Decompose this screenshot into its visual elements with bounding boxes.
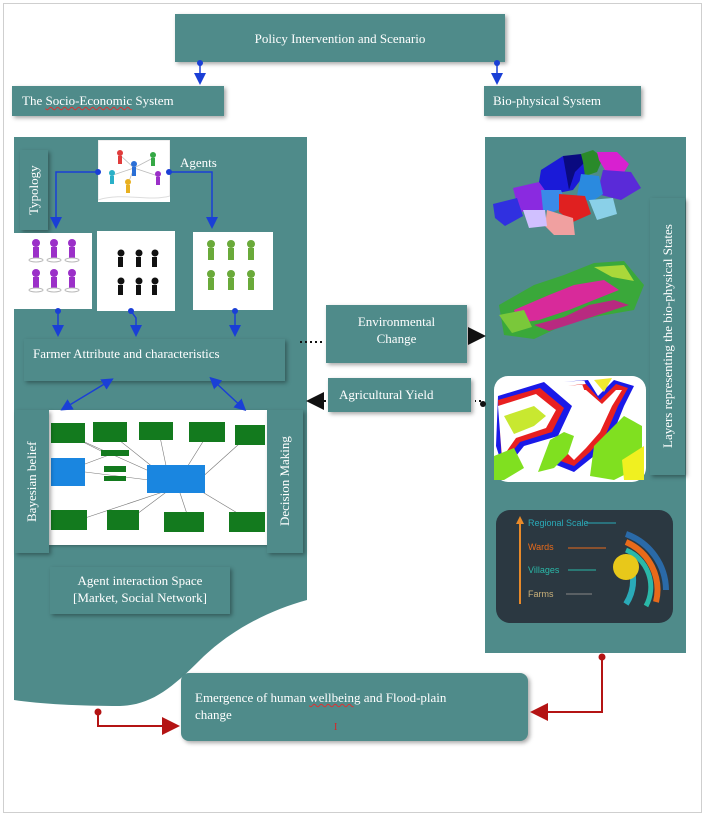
agricultural-yield-box: Agricultural Yield (328, 378, 471, 412)
socio-economic-header: The Socio-Economic System (12, 86, 224, 116)
agricultural-yield-label: Agricultural Yield (339, 387, 434, 402)
scale-regional-label: Regional Scale (528, 518, 589, 528)
policy-label: Policy Intervention and Scenario (254, 31, 426, 46)
emergence-line1: Emergence of human wellbeing and Flood-p… (195, 690, 447, 705)
agents-label: Agents (180, 155, 217, 170)
layers-box: Layers representing the bio-physical Sta… (650, 198, 685, 475)
bio-physical-label: Bio-physical System (493, 93, 601, 108)
policy-box: Policy Intervention and Scenario (175, 14, 505, 62)
arrow-agents-to-purple (50, 171, 98, 229)
agents-network-image (97, 139, 171, 202)
scale-villages-label: Villages (528, 565, 560, 575)
black-agents-group (97, 231, 175, 311)
environmental-change-line2: Change (376, 331, 417, 346)
farmer-attribute-box: Farmer Attribute and characteristics (24, 339, 285, 381)
arrow-farmer-decision (209, 376, 247, 412)
socio-economic-label: The Socio-Economic System (22, 93, 174, 108)
scale-farms-label: Farms (528, 589, 554, 599)
purple-agents-group (14, 233, 92, 309)
agent-interaction-line2: [Market, Social Network] (73, 590, 207, 605)
green-agents-group (193, 232, 273, 310)
red-arrow-bio-to-emergence (530, 657, 603, 721)
red-arrow-socio-to-emergence (97, 712, 180, 735)
text-cursor-marker: I (334, 722, 338, 733)
scale-infographic: Regional Scale Wards Villages Farms (496, 510, 673, 623)
bayesian-belief-box: Bayesian belief (15, 410, 49, 553)
emergence-line2: change (195, 707, 232, 722)
agent-interaction-line1: Agent interaction Space (77, 573, 203, 588)
outer-frame (3, 3, 702, 813)
land-use-map-layer (494, 255, 644, 345)
decision-making-box: Decision Making (267, 410, 303, 553)
agent-interaction-box: Agent interaction Space [Market, Social … (50, 567, 230, 614)
environmental-change-line1: Environmental (357, 314, 436, 329)
emergence-box: Emergence of human wellbeing and Flood-p… (181, 673, 528, 741)
scale-wards-label: Wards (528, 542, 554, 552)
bayesian-network-diagram (49, 410, 267, 545)
farmer-attribute-label: Farmer Attribute and characteristics (33, 346, 220, 361)
typology-box: Typology (20, 150, 48, 230)
arrow-agents-to-green (169, 171, 218, 229)
environmental-change-box: Environmental Change (326, 305, 467, 363)
bio-physical-header: Bio-physical System (484, 86, 641, 116)
arrow-farmer-bayes (60, 378, 114, 411)
ward-map-layer (493, 150, 643, 238)
flood-zone-map-layer (494, 376, 646, 482)
arrow-black-to-farmer (130, 310, 142, 337)
